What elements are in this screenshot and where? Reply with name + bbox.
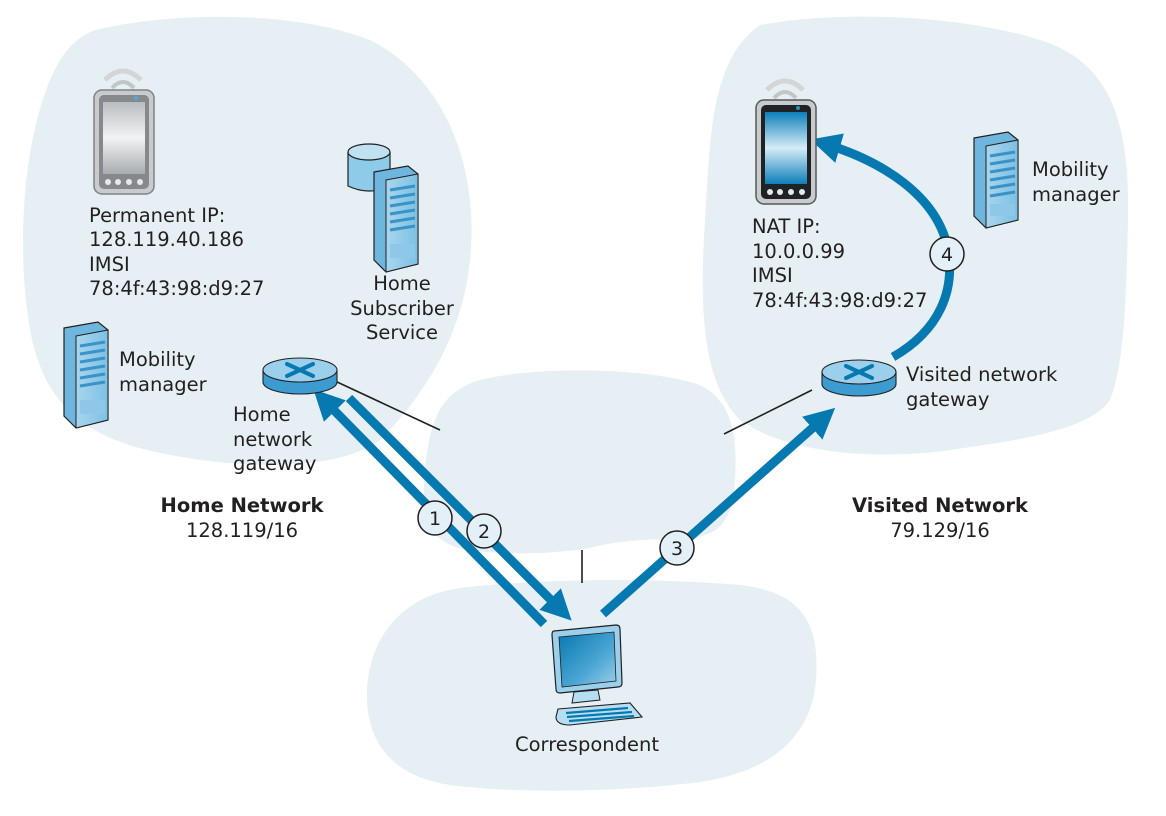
home-gateway-link: [334, 380, 441, 431]
home-network-prefix: 128.119/16: [185, 519, 299, 542]
router-icon: [262, 357, 338, 395]
visited-mobile-imsi-label: IMSI: [752, 264, 793, 287]
home-mobility-manager-label: Mobility manager: [119, 348, 207, 396]
step-4-number: 4: [941, 244, 953, 266]
visited-network-title: Visited Network: [852, 494, 1028, 517]
home-mobile-imsi: 78:4f:43:98:d9:27: [89, 277, 265, 300]
visited-network-prefix: 79.129/16: [890, 519, 990, 542]
visited-gateway-label: Visited network gateway: [906, 363, 1058, 411]
visited-mobility-manager-label: Mobility manager: [1032, 158, 1120, 206]
server-icon: [973, 131, 1019, 229]
home-mobile-ip-label: Permanent IP:: [89, 204, 226, 227]
step-1-number: 1: [429, 508, 441, 530]
step-3-number: 3: [671, 538, 683, 560]
smartphone-icon: [93, 68, 155, 195]
step-3-arrow: [600, 407, 836, 618]
server-icon: [63, 321, 109, 429]
hss-label: Home Subscriber Service: [350, 272, 454, 344]
desktop-computer-icon: [551, 624, 644, 726]
internet-cloud: [423, 370, 736, 554]
step-3-badge: 3: [659, 530, 695, 566]
home-network-title: Home Network: [160, 494, 324, 517]
step-1-badge: 1: [417, 500, 453, 536]
step-4-badge: 4: [929, 236, 965, 272]
correspondent-label: Correspondent: [514, 733, 659, 756]
home-mobile-imsi-label: IMSI: [89, 253, 130, 276]
visited-mobile-ip-label: NAT IP:: [752, 215, 821, 238]
visited-mobile-imsi: 78:4f:43:98:d9:27: [752, 289, 928, 312]
visited-mobile-ip: 10.0.0.99: [752, 240, 846, 263]
step-2-number: 2: [478, 521, 490, 543]
visited-gateway-link: [723, 389, 813, 435]
database-server-icon: [347, 143, 419, 273]
smartphone-icon: [755, 78, 817, 205]
step-2-arrow: [345, 394, 572, 621]
home-mobile-ip: 128.119.40.186: [89, 228, 245, 251]
step-2-badge: 2: [466, 513, 502, 549]
router-icon: [821, 359, 897, 397]
home-gateway-label: Home network gateway: [233, 403, 317, 475]
